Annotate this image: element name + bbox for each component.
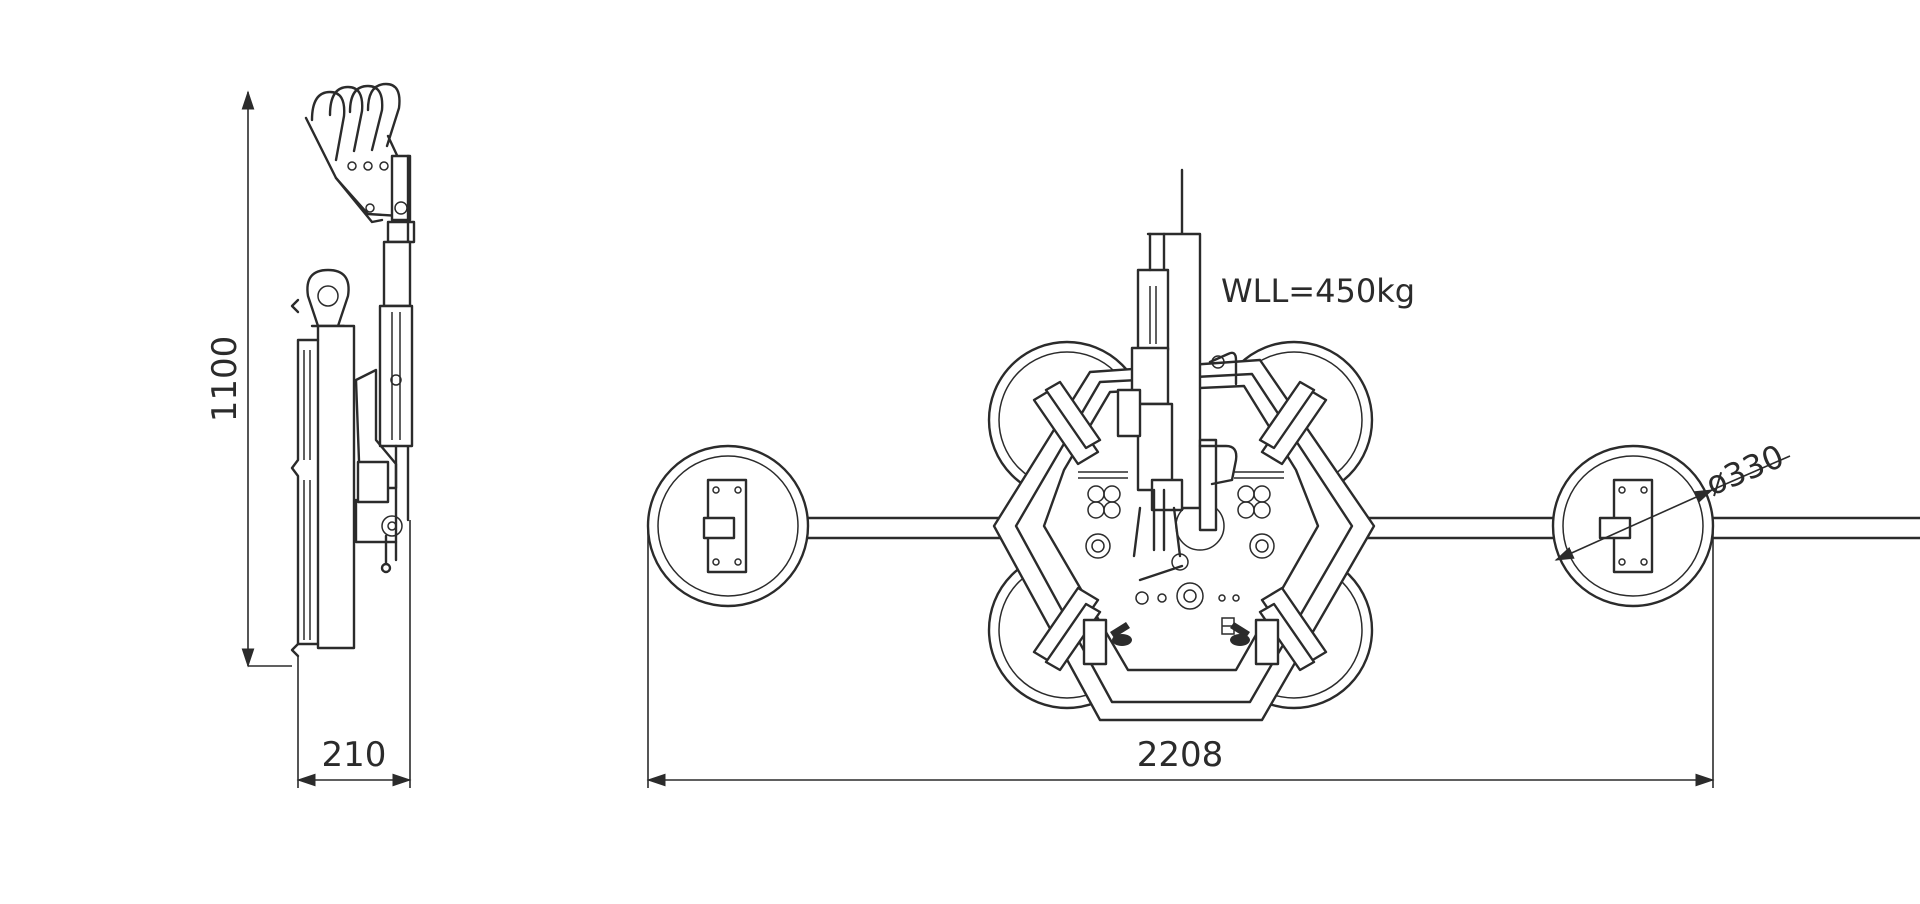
gauge-left [1085, 533, 1111, 559]
control-panel [1078, 471, 1284, 635]
lifting-column [1116, 168, 1238, 558]
height-dimension: 1100 [205, 90, 292, 668]
front-view [646, 168, 1920, 722]
gauge-center [1176, 582, 1204, 610]
logo-right [1234, 471, 1284, 519]
depth-dimension-label: 210 [322, 735, 387, 775]
working-load-limit-label: WLL=450kg [1221, 272, 1415, 310]
top-eye [306, 268, 350, 328]
width-dimension-label: 2208 [1137, 735, 1224, 775]
suction-pad-left [646, 444, 810, 608]
mast [378, 154, 416, 562]
pad-arms [1032, 380, 1328, 672]
height-dimension-label: 1100 [205, 336, 245, 423]
gauge-right [1249, 533, 1275, 559]
pad-diameter-label: ø330 [1700, 437, 1789, 503]
logo-left [1078, 471, 1128, 519]
side-bracket [354, 368, 403, 574]
lifting-eyes [304, 82, 404, 224]
side-frame-plate [290, 298, 356, 658]
width-dimension: 2208 [646, 526, 1715, 788]
side-view [290, 82, 416, 658]
depth-dimension: 210 [296, 520, 412, 788]
